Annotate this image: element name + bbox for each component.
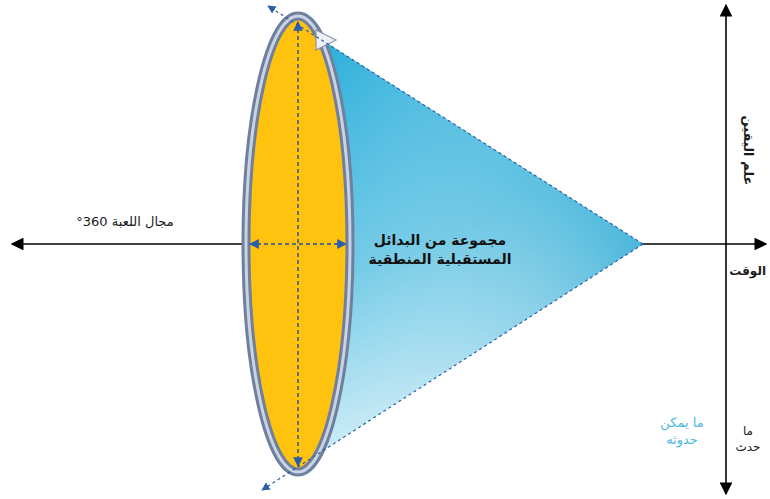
axis-label: علم اليقين xyxy=(740,115,757,185)
axis-label: ما حدث xyxy=(730,424,766,455)
dashed-guide xyxy=(262,244,643,490)
dashed-guide xyxy=(268,6,643,244)
axis-label: مجال اللعبة 360° xyxy=(76,214,173,231)
ellipse-ring xyxy=(246,16,350,472)
ellipse-disc xyxy=(246,16,350,472)
dashed-axis xyxy=(250,243,346,244)
cone-caption: مجموعة من البدائل المستقبلية المنطقية xyxy=(350,231,530,269)
axis-label: الوقت xyxy=(730,264,766,280)
cone-region: مجموعة من البدائل المستقبلية المنطقية xyxy=(350,231,530,269)
dashed-axis xyxy=(297,22,298,466)
axis-label: ما يمكن حدوثه xyxy=(647,415,717,449)
axis-line xyxy=(725,5,727,494)
axis-line xyxy=(640,243,766,245)
